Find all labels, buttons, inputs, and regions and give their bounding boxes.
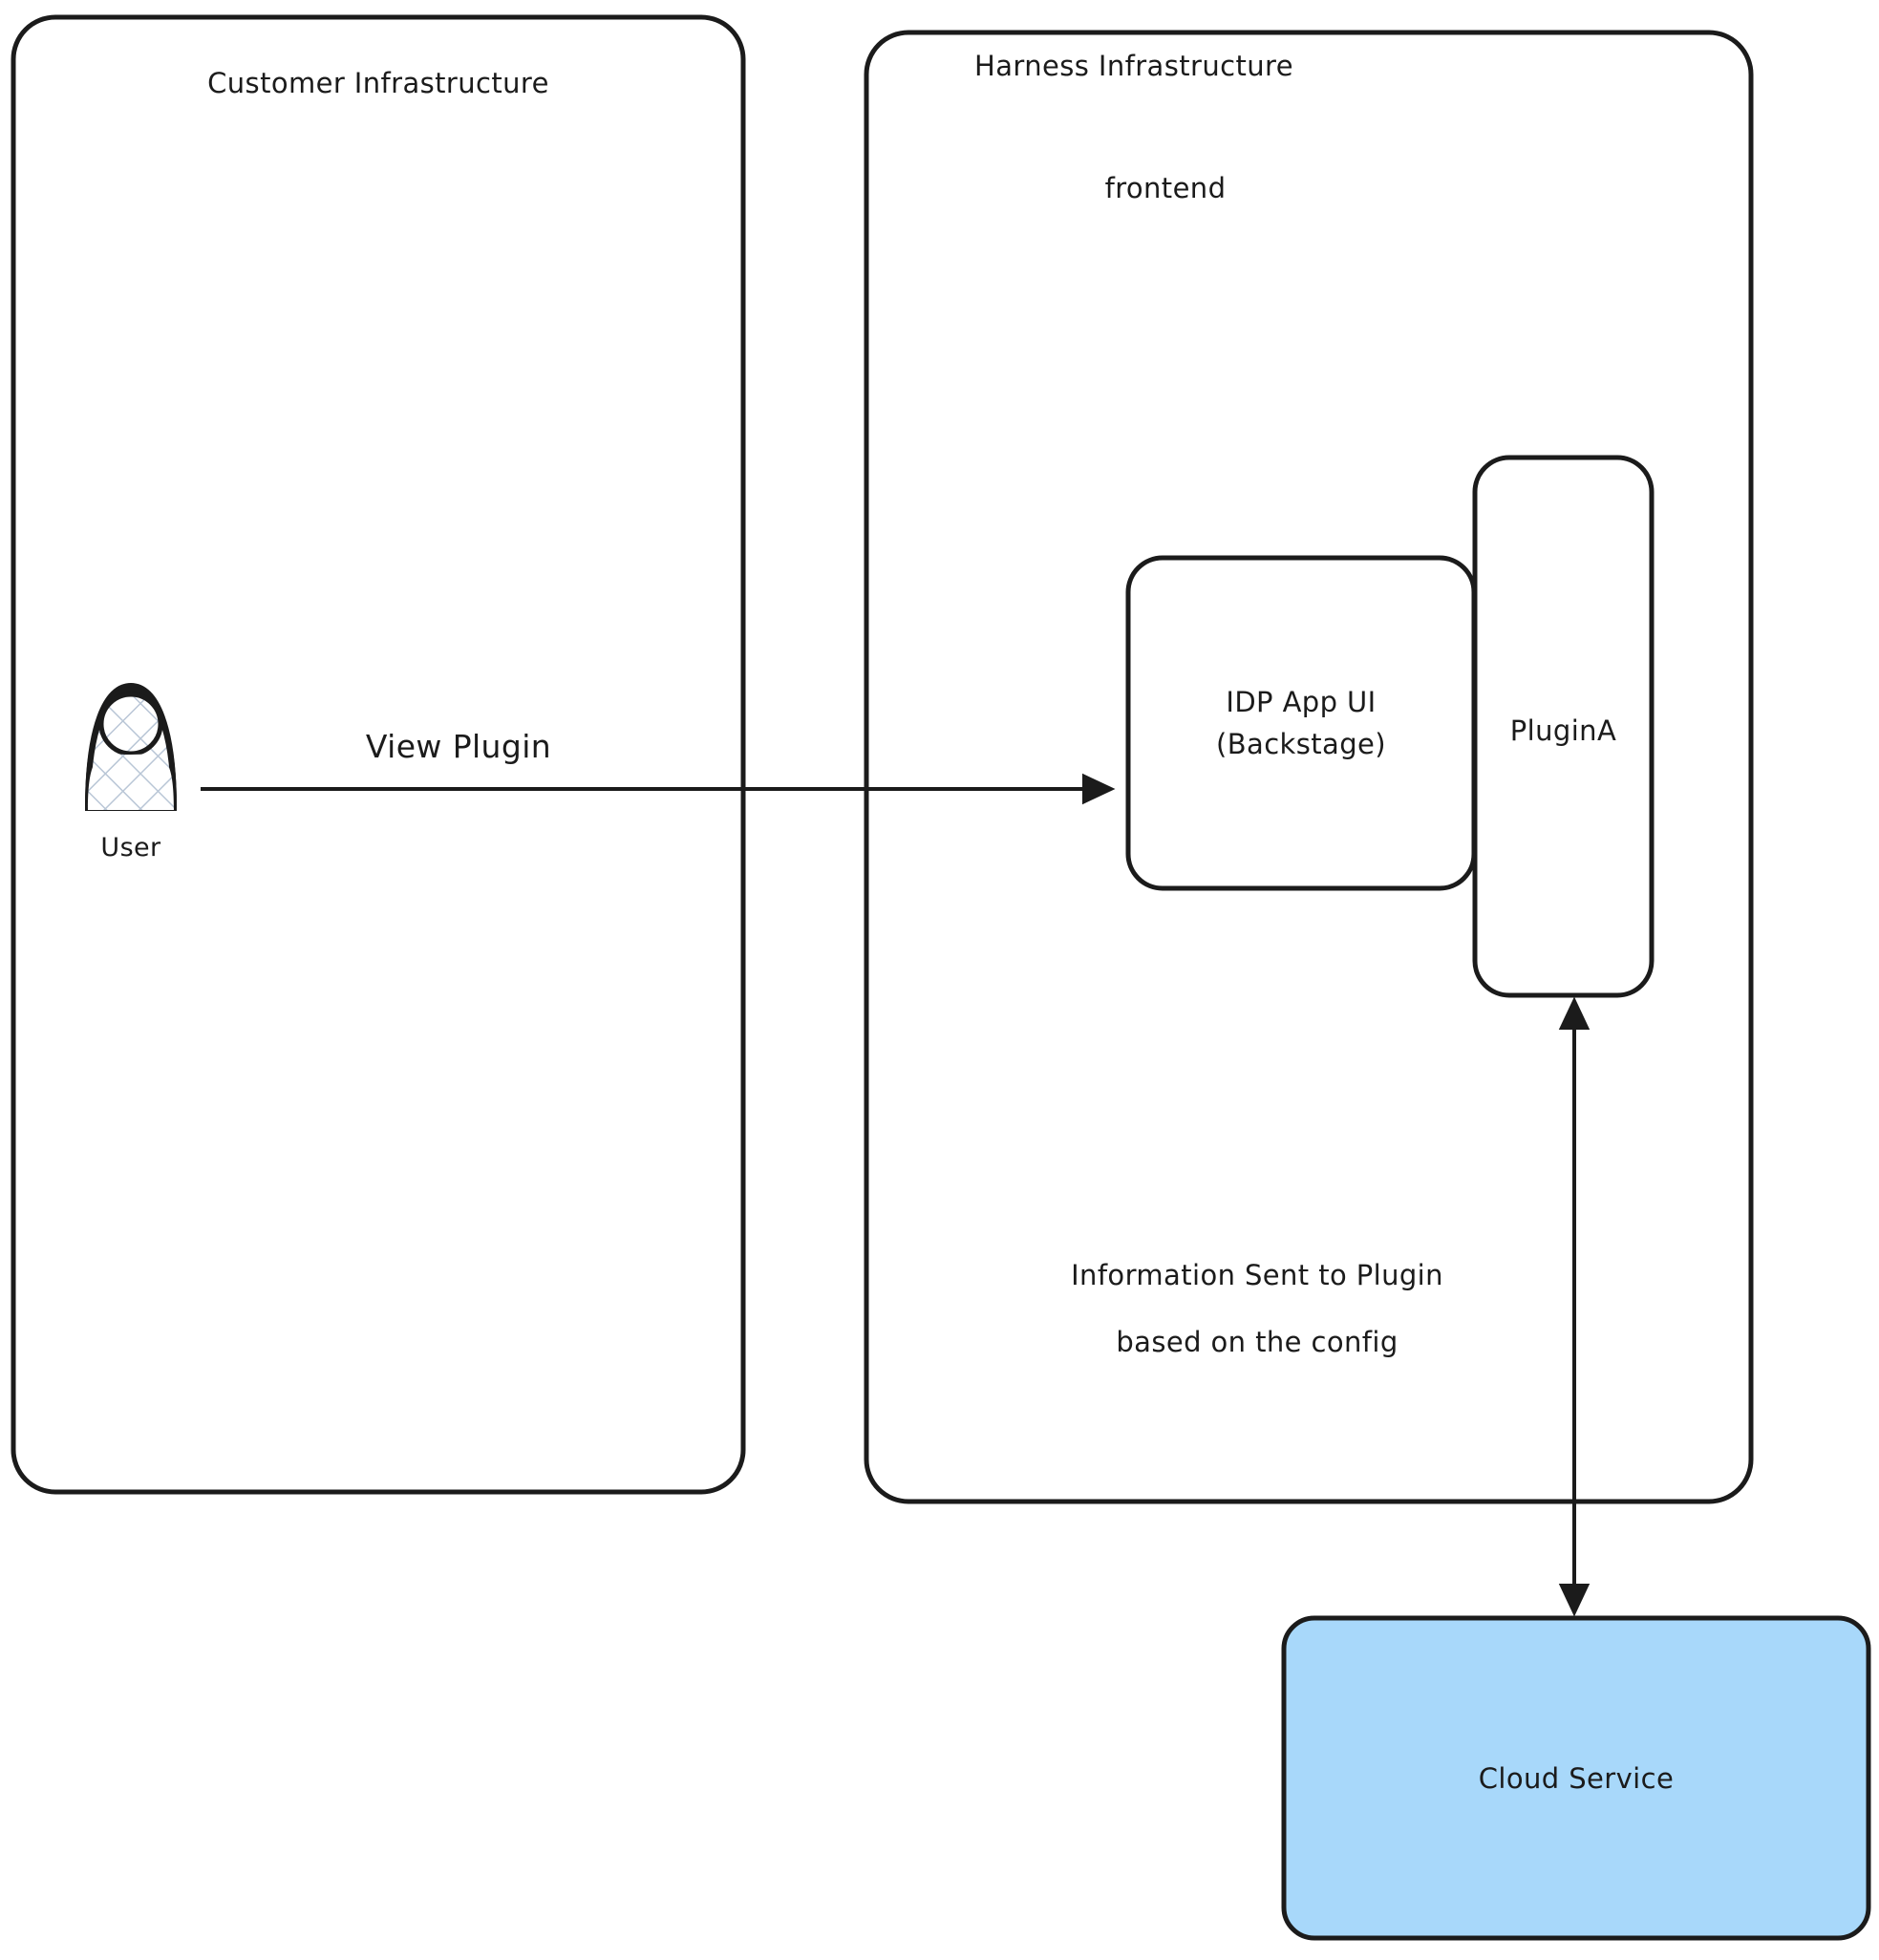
- edge-plugin-to-cloud-label-line2: based on the config: [1116, 1326, 1399, 1358]
- node-idp-app-ui-shape[interactable]: [1125, 555, 1477, 891]
- node-cloud-service-label: Cloud Service: [1478, 1762, 1675, 1795]
- node-idp-app-ui-label-line2: (Backstage): [1216, 728, 1386, 760]
- group-customer-infrastructure-boundary[interactable]: [11, 14, 746, 1495]
- frontend-label: frontend: [1104, 172, 1227, 204]
- node-cloud-service-shape[interactable]: [1281, 1615, 1871, 1941]
- group-harness-infrastructure-label: Harness Infrastructure: [974, 50, 1293, 82]
- edge-user-to-idp-label: View Plugin: [365, 728, 552, 765]
- edge-plugin-to-cloud-label-line1: Information Sent to Plugin: [1071, 1259, 1443, 1291]
- node-idp-app-ui-label-line1: IDP App UI: [1226, 686, 1377, 718]
- user-actor-icon[interactable]: [84, 682, 178, 811]
- user-actor-label: User: [100, 833, 161, 863]
- node-plugin-a-label: PluginA: [1509, 714, 1617, 747]
- group-customer-infrastructure-label: Customer Infrastructure: [207, 67, 549, 99]
